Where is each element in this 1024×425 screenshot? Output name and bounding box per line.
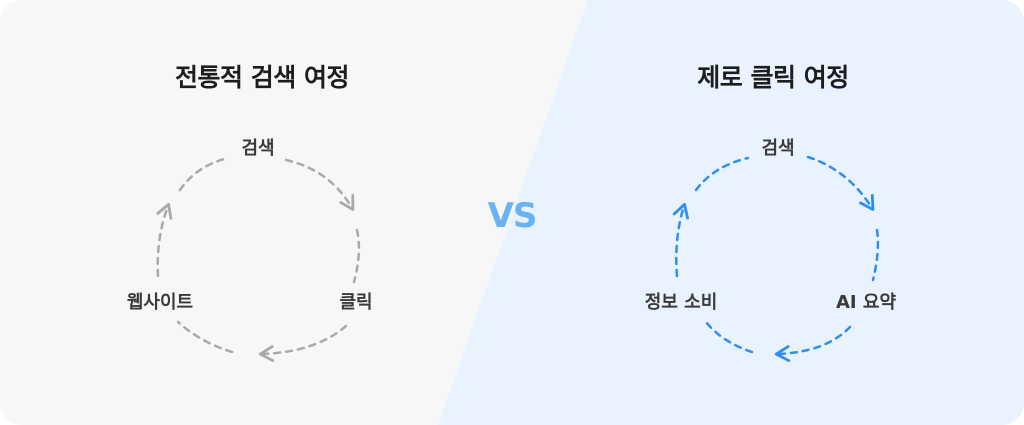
right-node-ai-summary: AI 요약 xyxy=(835,292,897,313)
arrow-info-to-search xyxy=(672,202,689,278)
vs-label: VS xyxy=(487,196,538,236)
left-title: 전통적 검색 여정 xyxy=(175,63,349,92)
connector-to-click xyxy=(352,228,361,284)
connector-from-info xyxy=(704,320,754,354)
traditional-cycle xyxy=(156,156,361,363)
connector-to-search-right xyxy=(694,156,750,192)
zero-click-cycle xyxy=(672,155,880,362)
arrow-search-to-click xyxy=(284,158,355,211)
arrow-website-to-search xyxy=(156,202,173,278)
right-node-search: 검색 xyxy=(761,138,795,159)
right-title: 제로 클릭 여정 xyxy=(697,63,849,92)
arrow-click-to-website xyxy=(258,324,348,363)
connector-from-website xyxy=(176,320,234,354)
left-node-search: 검색 xyxy=(241,138,275,159)
arrow-ai-summary-to-info xyxy=(774,325,852,362)
right-node-info-consumption: 정보 소비 xyxy=(644,292,718,313)
left-node-click: 클릭 xyxy=(339,292,373,313)
left-node-website: 웹사이트 xyxy=(126,292,194,313)
arrow-search-to-ai-summary xyxy=(806,155,875,211)
connector-to-ai-summary xyxy=(871,228,880,282)
connector-to-search xyxy=(178,156,230,192)
right-panel-background xyxy=(438,0,1024,425)
